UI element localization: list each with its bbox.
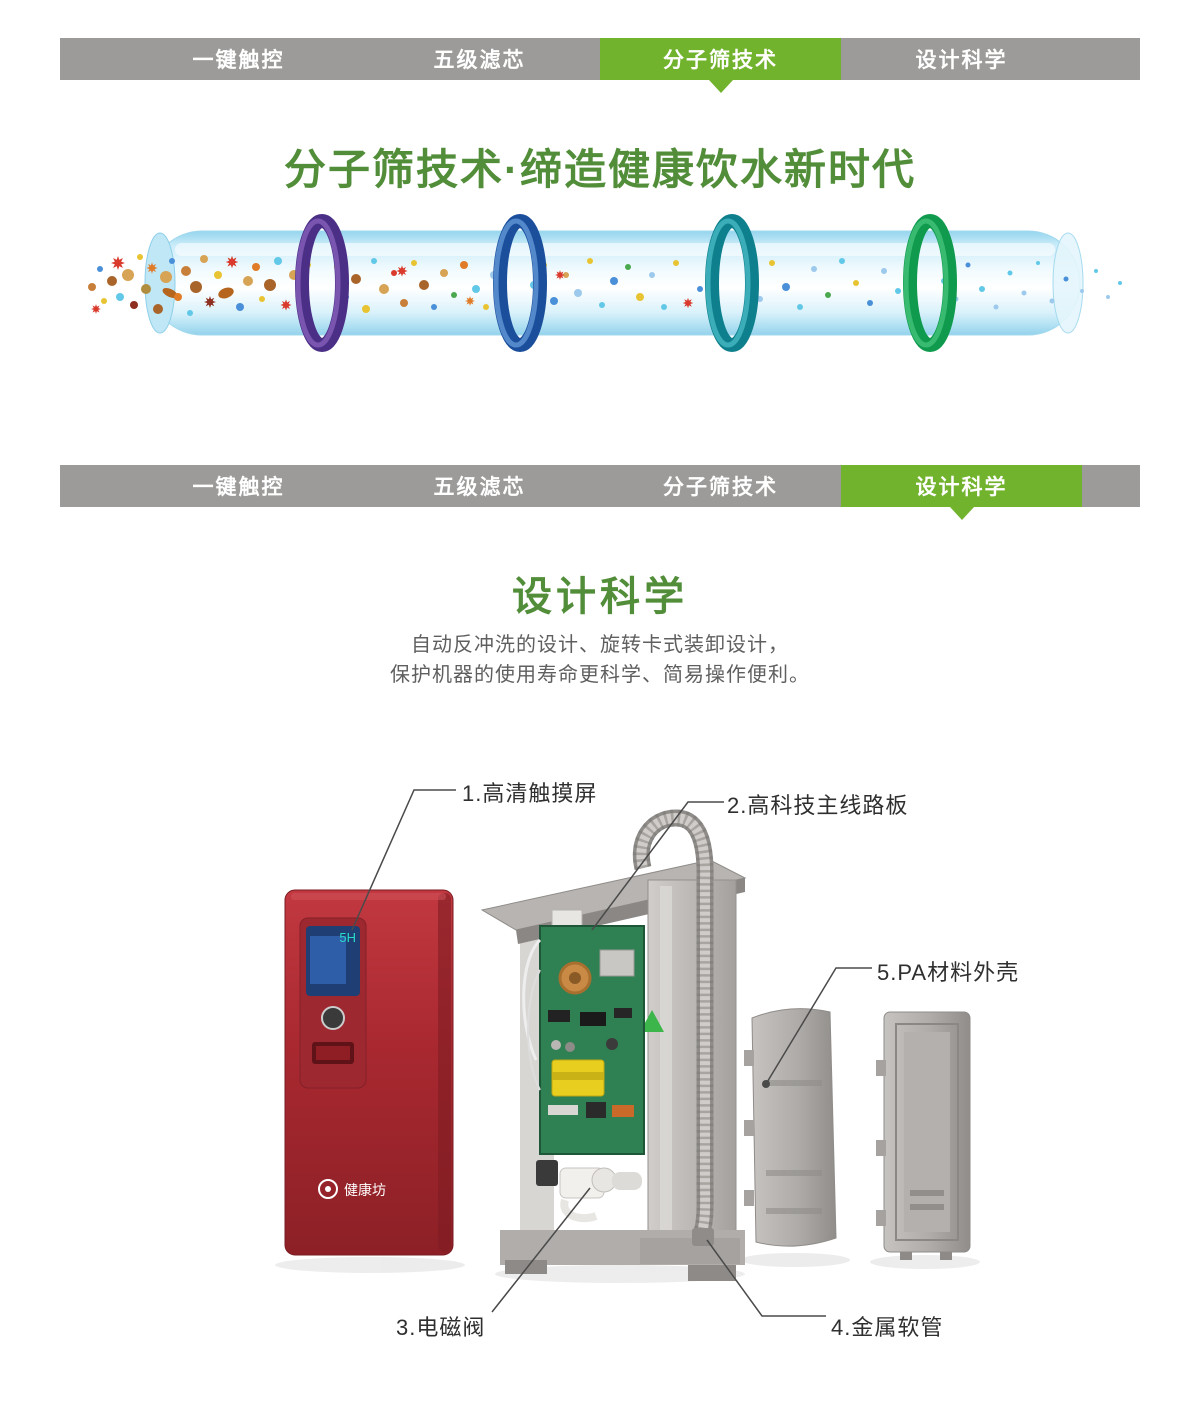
ground-shadows	[275, 1253, 980, 1283]
front-panel: 5H 健康坊	[284, 889, 454, 1256]
tab-five-stage-filter-2[interactable]: 五级滤芯	[433, 476, 526, 499]
tab-one-touch-control-2[interactable]: 一键触控	[192, 476, 285, 499]
tab-five-stage-filter[interactable]: 五级滤芯	[433, 49, 526, 72]
design-desc-line1: 自动反冲洗的设计、旋转卡式装卸设计，	[411, 634, 789, 656]
screen-label: 5H	[339, 930, 356, 945]
tab-molecular-sieve-2[interactable]: 分子筛技术	[663, 476, 778, 499]
filter-ring-teal	[705, 214, 759, 352]
molecular-section-title: 分子筛技术·缔造健康饮水新时代	[284, 146, 916, 193]
pa-shell-right	[876, 1011, 971, 1260]
callout-mainboard: 2.高科技主线路板	[727, 793, 909, 818]
callout-hose: 4.金属软管	[831, 1315, 944, 1340]
brand-logo-text: 健康坊	[344, 1182, 386, 1198]
connector-lines	[351, 789, 872, 1317]
solenoid-valve	[536, 1160, 642, 1223]
filter-tube-illustration	[88, 214, 1122, 352]
callout-shell: 5.PA材料外壳	[877, 960, 1020, 985]
tab-molecular-sieve[interactable]: 分子筛技术	[600, 38, 841, 93]
tab-scientific-design[interactable]: 设计科学	[915, 49, 1008, 72]
shell-callout-dot	[762, 1080, 770, 1088]
tab-one-touch-control[interactable]: 一键触控	[192, 49, 285, 72]
exploded-view-illustration: 5H 健康坊	[275, 789, 980, 1317]
panel-dial	[321, 1006, 345, 1030]
internal-unit	[480, 809, 747, 1281]
design-desc-line2: 保护机器的使用寿命更科学、简易操作便利。	[390, 664, 810, 686]
feature-tabbar-top: 一键触控 五级滤芯 分子筛技术 设计科学	[60, 38, 1140, 93]
callout-valve: 3.电磁阀	[396, 1315, 486, 1340]
filter-ring-green	[903, 214, 957, 352]
design-section-title: 设计科学	[512, 575, 688, 619]
filter-ring-blue	[493, 214, 547, 352]
tab-scientific-design-2[interactable]: 设计科学	[841, 465, 1082, 520]
circuit-board	[522, 909, 645, 1155]
touch-screen: 5H	[306, 926, 360, 996]
feature-tabbar-bottom: 一键触控 五级滤芯 分子筛技术 设计科学	[60, 465, 1140, 520]
particles	[88, 253, 1122, 316]
callout-touchscreen: 1.高清触摸屏	[462, 781, 598, 806]
pa-shell-left	[744, 1008, 837, 1247]
filter-ring-purple	[295, 214, 349, 352]
brand-logo: 健康坊	[318, 1179, 386, 1199]
